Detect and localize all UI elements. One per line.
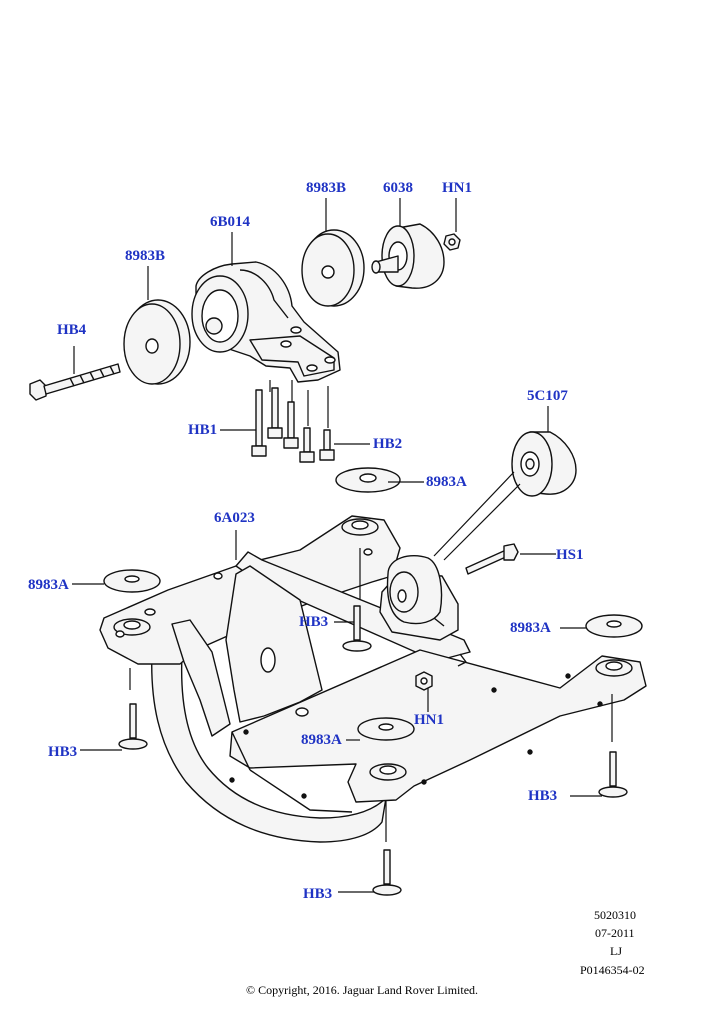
drawing-date: 07-2011 <box>595 926 635 940</box>
label-6a023: 6A023 <box>214 510 255 526</box>
bolt-hb3-bottom <box>372 849 402 896</box>
bolt-hb3-center <box>342 605 372 652</box>
subframe-6a023 <box>99 515 647 843</box>
label-hb3-bottom: HB3 <box>303 886 333 902</box>
label-hb3-right: HB3 <box>528 788 558 804</box>
label-8983b-left: 8983B <box>125 248 166 264</box>
label-8983a-lower: 8983A <box>301 732 342 748</box>
drawing-reference: P0146354-02 <box>580 963 645 977</box>
washer-8983a-upper <box>335 467 401 493</box>
bush-8983b-top <box>301 229 365 307</box>
bolt-hb3-right <box>598 751 628 798</box>
mount-6038 <box>371 223 445 289</box>
label-hb2: HB2 <box>373 436 403 452</box>
label-hb1: HB1 <box>188 422 218 438</box>
label-hn1-mid: HN1 <box>414 712 444 728</box>
label-8983a-right: 8983A <box>510 620 551 636</box>
leader-lines <box>72 198 613 893</box>
washer-8983a-lower <box>357 717 415 741</box>
nut-hn1-mid <box>415 671 433 691</box>
bolts-hb1 <box>251 387 299 457</box>
label-hn1-top: HN1 <box>442 180 472 196</box>
label-hs1: HS1 <box>556 547 584 563</box>
nut-hn1-top <box>443 233 461 251</box>
label-hb3-left: HB3 <box>48 744 78 760</box>
label-6038: 6038 <box>383 180 413 196</box>
washer-8983a-right <box>585 614 643 638</box>
label-hb4: HB4 <box>57 322 87 338</box>
label-8983a-upper: 8983A <box>426 474 467 490</box>
bush-8983b-left <box>123 299 191 385</box>
label-5c107: 5C107 <box>527 388 568 404</box>
drawing-code: 5020310 <box>594 908 636 922</box>
bolts-hb2 <box>299 427 335 463</box>
copyright-notice: © Copyright, 2016. Jaguar Land Rover Lim… <box>245 983 479 997</box>
label-hb3-center: HB3 <box>299 614 329 630</box>
bolt-hb3-left <box>118 703 148 750</box>
label-8983a-left: 8983A <box>28 577 69 593</box>
bolt-hb4 <box>29 363 121 401</box>
bolt-hs1 <box>465 543 519 575</box>
engine-mount-6b014 <box>191 261 341 383</box>
label-6b014: 6B014 <box>210 214 251 230</box>
label-8983b-top: 8983B <box>306 180 347 196</box>
drawing-initials: LJ <box>610 944 622 958</box>
washer-8983a-left <box>103 569 161 593</box>
mount-5c107 <box>511 431 577 497</box>
